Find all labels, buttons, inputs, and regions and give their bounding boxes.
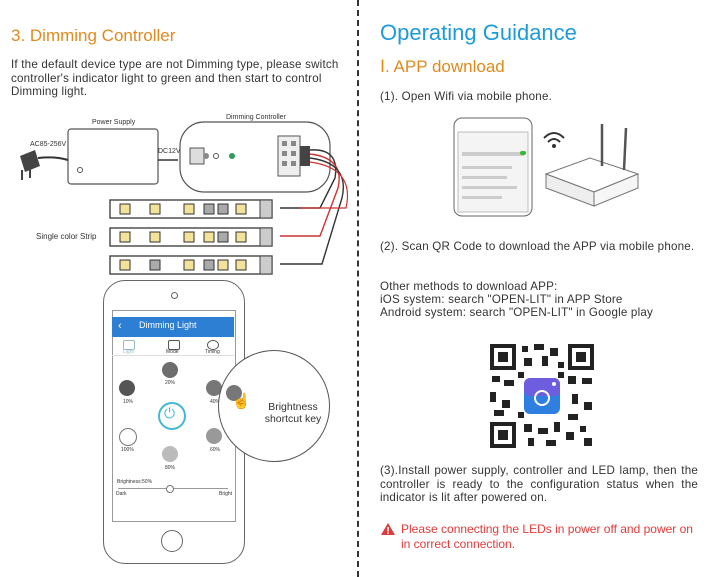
warning-icon	[381, 523, 395, 535]
wifi-icon	[543, 132, 565, 143]
level-10-label: 10%	[123, 399, 134, 405]
warning-text: Please connecting the LEDs in power off …	[401, 522, 693, 551]
level-100-label: 100%	[121, 447, 134, 453]
hand-pointer-icon: ☝	[232, 393, 251, 410]
power-button[interactable]	[158, 402, 186, 430]
tab-mode[interactable]: Mode	[166, 349, 179, 355]
section-title: 3. Dimming Controller	[11, 26, 176, 45]
home-button[interactable]	[161, 530, 183, 552]
controller-label: Dimming Controller	[226, 114, 286, 121]
callout-level-button	[226, 385, 242, 401]
bright-label: Bright	[219, 491, 233, 497]
level-60-label: 60%	[210, 447, 221, 453]
step2-text: (2). Scan QR Code to download the APP vi…	[380, 240, 695, 253]
android-text: Android system: search "OPEN-LIT" in Goo…	[380, 306, 654, 319]
tab-light[interactable]: Light	[123, 349, 134, 355]
strip-label: Single color Strip	[36, 232, 97, 241]
dark-label: Dark	[116, 491, 127, 497]
level-60-button[interactable]	[206, 428, 222, 444]
back-arrow-icon[interactable]: ‹	[118, 320, 122, 332]
level-100-button[interactable]	[119, 428, 137, 446]
led-strip-1	[109, 199, 273, 219]
level-40-button[interactable]	[206, 380, 222, 396]
step3-text: (3).Install power supply, controller and…	[380, 464, 698, 505]
tab-timing[interactable]: Timing	[205, 349, 220, 355]
ac-voltage-label: AC85-256V	[30, 141, 67, 148]
qr-code	[488, 342, 596, 450]
callout-text: Brightness shortcut key	[264, 401, 322, 425]
level-10-button[interactable]	[119, 380, 135, 396]
step1-text: (1). Open Wifi via mobile phone.	[380, 90, 553, 103]
wifi-illustration	[453, 117, 640, 217]
power-supply-label: Power Supply	[92, 119, 136, 126]
column-divider	[357, 0, 359, 577]
dc-voltage-label: DC12V	[158, 148, 181, 155]
guidance-title: Operating Guidance	[380, 20, 577, 45]
ios-text: iOS system: search "OPEN-LIT" in APP Sto…	[380, 293, 623, 306]
other-methods-text: Other methods to download APP:	[380, 280, 558, 293]
indicator-light	[229, 153, 235, 159]
intro-text: If the default device type are not Dimmi…	[11, 58, 339, 99]
wiring-diagram	[20, 121, 348, 275]
power-icon: ⏻	[164, 405, 176, 421]
level-20-label: 20%	[165, 380, 176, 386]
timing-tab-icon[interactable]	[207, 340, 219, 350]
phone-camera	[171, 292, 178, 299]
app-title: Dimming Light	[139, 320, 197, 330]
callout-circle	[218, 350, 330, 462]
level-40-label: 40%	[210, 399, 221, 405]
brightness-label: Brightness:50%	[117, 479, 153, 485]
led-strip-3	[109, 255, 273, 275]
led-strip-2	[109, 227, 273, 247]
mode-tab-icon[interactable]	[168, 340, 180, 350]
ac-plug-icon	[20, 150, 40, 172]
power-supply-box	[67, 128, 159, 185]
light-tab-icon[interactable]	[123, 340, 135, 350]
level-80-button[interactable]	[162, 446, 178, 462]
slider-thumb[interactable]	[166, 485, 174, 493]
level-20-button[interactable]	[162, 362, 178, 378]
app-header	[112, 317, 234, 337]
level-80-label: 80%	[165, 465, 176, 471]
app-download-subtitle: Ⅰ. APP download	[380, 57, 505, 76]
